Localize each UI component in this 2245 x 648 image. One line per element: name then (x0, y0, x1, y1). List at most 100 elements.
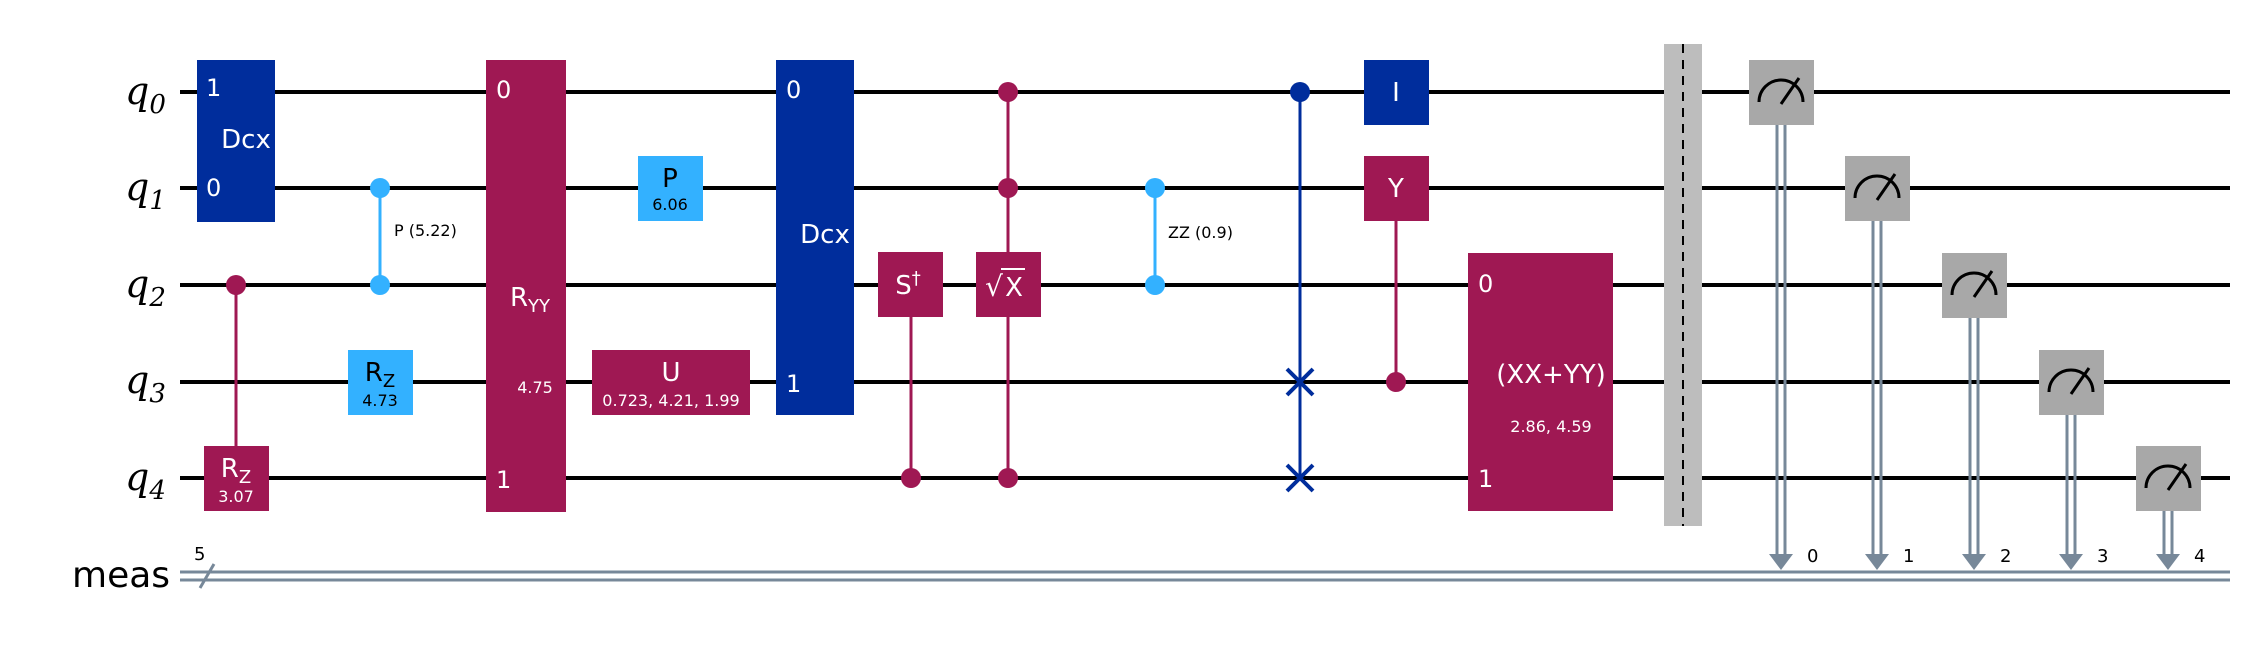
meter-arc-icon (2144, 464, 2192, 489)
cp-control-dot-bottom (370, 275, 390, 295)
meter-needle-icon (2166, 463, 2188, 491)
swap-cross-q3 (1285, 367, 1315, 397)
measure-box (1942, 253, 2007, 318)
measure-arrow (1769, 554, 1793, 570)
meter-needle-icon (2069, 367, 2091, 395)
p-box (638, 156, 703, 221)
sdg-label: S† (895, 268, 921, 301)
dcx-2-label: Dcx (800, 220, 850, 250)
dcx-1-pin-bottom: 0 (206, 174, 221, 202)
ryy-gate: 0 1 RYY 4.75 (486, 60, 566, 512)
measure-box (1845, 156, 1910, 221)
cswap-gate (1285, 82, 1315, 493)
cp-gate: P (5.22) (370, 178, 457, 295)
i-label: I (1392, 78, 1400, 108)
measure-gate-q2: 2 (1942, 253, 2011, 570)
dcx-gate-2-box (776, 60, 854, 415)
measure-gate-q0: 0 (1749, 60, 1818, 570)
measure-box (2039, 350, 2104, 415)
csx-box (976, 252, 1041, 317)
dcx-2-pin-top: 0 (786, 76, 801, 104)
i-gate: I (1364, 60, 1429, 125)
qubit-label-q3: q3 (125, 358, 166, 409)
rz-q3-label: RZ (365, 358, 395, 392)
measure-arrow (2059, 554, 2083, 570)
measure-box (2136, 446, 2201, 511)
xxplusyy-box (1468, 253, 1613, 511)
measurements: 0 1 2 3 4 (1749, 60, 2205, 570)
measure-arrow (1865, 554, 1889, 570)
swap-cross-q4 (1285, 463, 1315, 493)
measure-bit-label: 1 (1903, 546, 1914, 567)
zz-dot-bottom (1145, 275, 1165, 295)
sx-root: √ (985, 270, 1003, 303)
dcx-2-pin-bottom: 1 (786, 370, 801, 398)
bus-slash (198, 563, 216, 589)
rz-q4-param: 3.07 (218, 487, 254, 506)
cswap-control-dot (1290, 82, 1310, 102)
xxyy-pin-bottom: 1 (1478, 465, 1493, 493)
u-gate: U 0.723, 4.21, 1.99 (592, 350, 750, 415)
meter-needle-icon (1779, 77, 1801, 105)
measure-gate-q4: 4 (2136, 446, 2205, 570)
classical-label: meas (72, 555, 170, 596)
xxplusyy-gate: 0 1 (XX+YY) 2.86, 4.59 (1468, 253, 1613, 511)
u-param: 0.723, 4.21, 1.99 (602, 391, 739, 410)
ryy-param: 4.75 (517, 378, 553, 397)
y-label: Y (1387, 174, 1404, 204)
crz-control-dot (226, 275, 246, 295)
measure-bit-label: 0 (1807, 546, 1818, 567)
u-label: U (661, 358, 680, 388)
xxyy-pin-top: 0 (1478, 270, 1493, 298)
meter-needle-icon (1972, 270, 1994, 298)
measure-gate-q1: 1 (1845, 156, 1914, 570)
p-param: 6.06 (652, 195, 688, 214)
measure-gate-q3: 3 (2039, 350, 2108, 570)
qubit-label-q1: q1 (125, 165, 166, 216)
measure-arrow (2156, 554, 2180, 570)
u-box (592, 350, 750, 415)
xxyy-label: (XX+YY) (1496, 360, 1605, 390)
p-gate: P 6.06 (638, 156, 703, 221)
i-box (1364, 60, 1429, 125)
csx-control-dot-q4 (998, 468, 1018, 488)
measure-bit-label: 3 (2097, 546, 2108, 567)
zz-gate: ZZ (0.9) (1145, 178, 1233, 295)
bus-size: 5 (194, 544, 205, 565)
rz-gate-q3: RZ 4.73 (348, 350, 413, 415)
measure-arrow (1962, 554, 1986, 570)
dcx-1-label: Dcx (221, 125, 271, 155)
meter-arc-icon (1853, 174, 1901, 199)
measure-bit-label: 4 (2194, 546, 2205, 567)
swap-cross-q3-b (1285, 367, 1315, 397)
p-label: P (662, 164, 678, 194)
meter-needle-icon (1875, 173, 1897, 201)
classical-wire: 5 (180, 544, 2230, 589)
csdg-control-dot (901, 468, 921, 488)
dcx-gate-2: 0 1 Dcx (776, 60, 854, 415)
cp-label: P (5.22) (394, 221, 457, 240)
cy-gate: Y (1364, 156, 1429, 392)
ryy-pin-bottom: 1 (496, 466, 511, 494)
ryy-box (486, 60, 566, 512)
csdg-box (878, 252, 943, 317)
rz-q3-box (348, 350, 413, 415)
measure-bit-label: 2 (2000, 546, 2011, 567)
cy-control-dot (1386, 372, 1406, 392)
meter-arc-icon (2047, 368, 2095, 393)
dcx-gate-1-box (197, 60, 275, 222)
dcx-1-pin-top: 1 (206, 74, 221, 102)
swap-cross-q4-b (1285, 463, 1315, 493)
barrier (1664, 44, 1702, 526)
csx-gate: √ X (976, 82, 1041, 488)
measure-box (1749, 60, 1814, 125)
csx-control-dot-q0 (998, 82, 1018, 102)
rz-q3-param: 4.73 (362, 391, 398, 410)
y-box (1364, 156, 1429, 221)
ryy-pin-top: 0 (496, 76, 511, 104)
crz-target-box (204, 446, 269, 511)
qubit-label-q2: q2 (125, 262, 166, 313)
qubit-label-q0: q0 (125, 69, 166, 120)
ryy-label: RYY (510, 283, 551, 317)
